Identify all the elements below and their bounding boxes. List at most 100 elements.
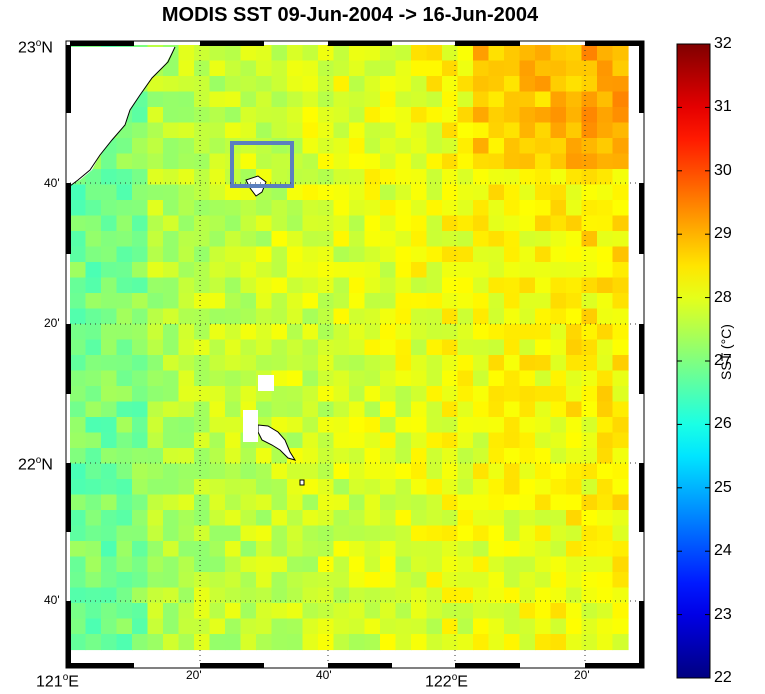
sst-cell: [519, 618, 536, 635]
sst-cell: [209, 200, 226, 217]
sst-cell: [535, 634, 552, 651]
sst-cell: [411, 463, 428, 480]
sst-cell: [395, 122, 412, 139]
sst-cell: [581, 277, 598, 294]
sst-cell: [256, 308, 273, 325]
sst-cell: [178, 618, 195, 635]
sst-cell: [101, 541, 118, 558]
sst-cell: [194, 246, 211, 263]
sst-cell: [426, 153, 443, 170]
sst-cell: [302, 448, 319, 465]
sst-cell: [70, 246, 87, 263]
sst-cell: [132, 200, 149, 217]
sst-cell: [395, 324, 412, 341]
sst-cell: [178, 603, 195, 620]
sst-cell: [473, 308, 490, 325]
sst-cell: [116, 479, 133, 496]
sst-cell: [364, 339, 381, 356]
sst-cell: [287, 401, 304, 418]
sst-cell: [349, 138, 366, 155]
sst-cell: [101, 308, 118, 325]
sst-cell: [612, 153, 629, 170]
sst-cell: [194, 510, 211, 527]
sst-cell: [271, 308, 288, 325]
sst-cell: [225, 45, 242, 62]
sst-cell: [318, 107, 335, 124]
sst-cell: [504, 587, 521, 604]
sst-cell: [380, 76, 397, 93]
sst-cell: [209, 339, 226, 356]
sst-cell: [426, 293, 443, 310]
sst-cell: [519, 122, 536, 139]
sst-cell: [132, 308, 149, 325]
sst-cell: [411, 45, 428, 62]
sst-cell: [380, 525, 397, 542]
sst-cell: [380, 510, 397, 527]
sst-cell: [70, 339, 87, 356]
sst-cell: [287, 587, 304, 604]
sst-cell: [318, 618, 335, 635]
sst-cell: [488, 572, 505, 589]
sst-cell: [271, 386, 288, 403]
sst-cell: [519, 246, 536, 263]
sst-cell: [364, 603, 381, 620]
sst-cell: [395, 572, 412, 589]
sst-cell: [318, 510, 335, 527]
sst-cell: [426, 448, 443, 465]
sst-cell: [116, 277, 133, 294]
sst-cell: [147, 587, 164, 604]
sst-cell: [333, 494, 350, 511]
sst-cell: [225, 60, 242, 77]
sst-cell: [504, 153, 521, 170]
sst-cell: [566, 339, 583, 356]
sst-cell: [550, 463, 567, 480]
sst-cell: [287, 463, 304, 480]
sst-cell: [101, 432, 118, 449]
sst-cell: [209, 184, 226, 201]
sst-cell: [457, 618, 474, 635]
sst-cell: [535, 587, 552, 604]
sst-cell: [504, 541, 521, 558]
sst-cell: [132, 572, 149, 589]
sst-cell: [70, 494, 87, 511]
sst-cell: [612, 45, 629, 62]
sst-cell: [194, 634, 211, 651]
sst-cell: [209, 308, 226, 325]
sst-cell: [178, 60, 195, 77]
sst-cell: [581, 169, 598, 186]
lon-label: 122oE: [425, 672, 468, 691]
sst-cell: [581, 603, 598, 620]
sst-cell: [566, 541, 583, 558]
sst-cell: [116, 200, 133, 217]
sst-cell: [550, 215, 567, 232]
sst-cell: [411, 60, 428, 77]
sst-cell: [380, 587, 397, 604]
sst-cell: [411, 246, 428, 263]
sst-cell: [535, 355, 552, 372]
sst-cell: [132, 525, 149, 542]
sst-cell: [101, 556, 118, 573]
sst-cell: [225, 494, 242, 511]
sst-cell: [426, 138, 443, 155]
sst-cell: [194, 339, 211, 356]
sst-cell: [287, 494, 304, 511]
sst-cell: [395, 231, 412, 248]
sst-cell: [287, 355, 304, 372]
sst-cell: [85, 231, 102, 248]
sst-cell: [581, 370, 598, 387]
sst-cell: [163, 463, 180, 480]
sst-cell: [597, 138, 614, 155]
sst-cell: [411, 153, 428, 170]
sst-cell: [550, 277, 567, 294]
sst-cell: [535, 510, 552, 527]
sst-cell: [349, 541, 366, 558]
sst-cell: [550, 169, 567, 186]
sst-cell: [566, 634, 583, 651]
sst-cell: [287, 231, 304, 248]
sst-cell: [302, 45, 319, 62]
sst-cell: [426, 401, 443, 418]
sst-cell: [519, 572, 536, 589]
sst-cell: [612, 463, 629, 480]
sst-cell: [101, 370, 118, 387]
sst-cell: [101, 401, 118, 418]
